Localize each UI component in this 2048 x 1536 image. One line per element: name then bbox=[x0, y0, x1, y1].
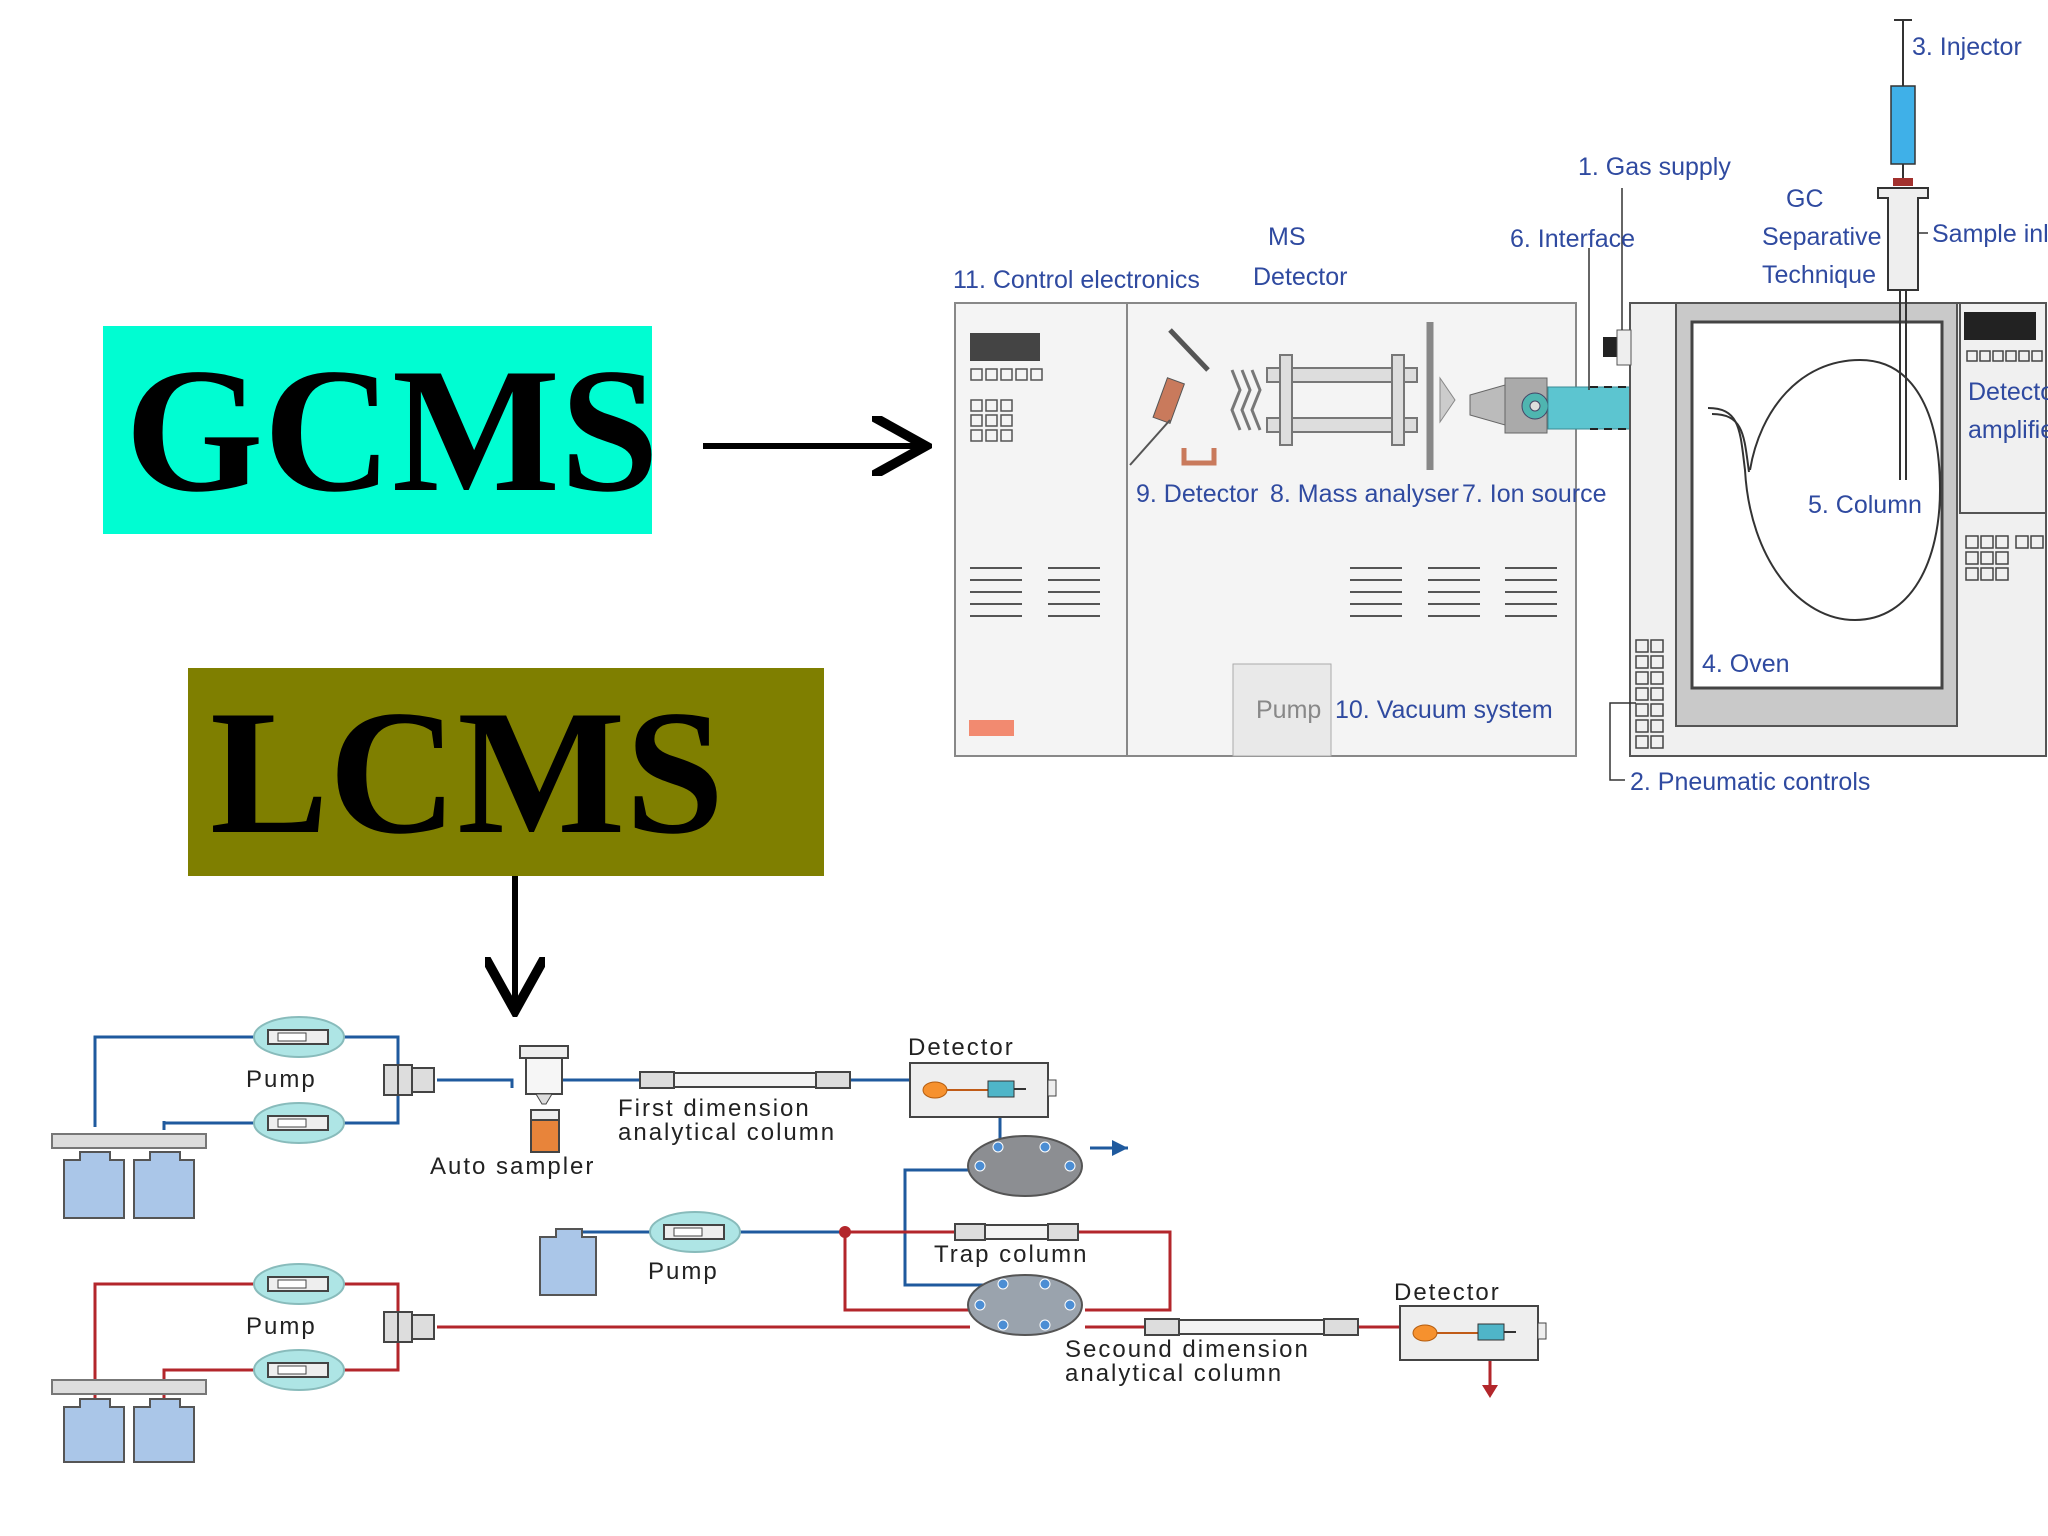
column-coil bbox=[1707, 358, 1942, 622]
label-ms-subtitle: Detector bbox=[1253, 263, 1347, 291]
label-sample-inlet: Sample inlet bbox=[1932, 220, 2048, 248]
solvent-tray-bottom bbox=[51, 1379, 207, 1463]
mass-analyser-icon bbox=[1266, 354, 1418, 446]
label-gc-title: GC bbox=[1786, 185, 1824, 213]
vacuum-pump-box bbox=[1232, 663, 1332, 757]
lcms-pump-mid bbox=[649, 1211, 741, 1253]
lcms-pump-top-1 bbox=[253, 1016, 345, 1058]
label-oven: 4. Oven bbox=[1702, 650, 1790, 678]
label-column: 5. Column bbox=[1808, 491, 1922, 519]
label-ion-source: 7. Ion source bbox=[1462, 480, 1607, 508]
gas-supply-knob bbox=[1603, 337, 1617, 357]
switching-valve-top bbox=[967, 1135, 1083, 1197]
lcms-title-box: LCMS bbox=[188, 668, 824, 876]
label-gc-sub1: Separative bbox=[1762, 223, 1882, 251]
label-gc-sub2: Technique bbox=[1762, 261, 1876, 289]
label-second-dimension-1: Secound dimension bbox=[1065, 1336, 1310, 1363]
label-interface: 6. Interface bbox=[1510, 225, 1635, 253]
label-gas-supply: 1. Gas supply bbox=[1578, 153, 1731, 181]
label-vacuum-system: 10. Vacuum system bbox=[1335, 696, 1553, 724]
mixer-top bbox=[383, 1064, 435, 1096]
label-injector: 3. Injector bbox=[1912, 33, 2022, 61]
mixer-bottom bbox=[383, 1311, 435, 1343]
solvent-tray-top bbox=[51, 1133, 207, 1219]
auto-sampler-icon bbox=[519, 1045, 569, 1153]
label-detector-amplifier-2: amplifier bbox=[1968, 416, 2048, 444]
switching-valve-bottom bbox=[967, 1274, 1083, 1336]
detector-bottom-icon bbox=[1399, 1305, 1547, 1361]
lcms-diagram: Pump Auto sampler First dimension analyt… bbox=[51, 1016, 1547, 1463]
injector-icon bbox=[1877, 19, 1929, 291]
first-dimension-column bbox=[639, 1071, 851, 1089]
label-first-dimension-1: First dimension bbox=[618, 1095, 811, 1122]
gcms-diagram: 11. Control electronics MS Detector 6. I… bbox=[953, 19, 2048, 796]
control-display bbox=[970, 333, 1040, 361]
lcms-title: LCMS bbox=[210, 673, 725, 871]
label-pump: Pump bbox=[1256, 696, 1321, 724]
label-pneumatic-controls: 2. Pneumatic controls bbox=[1630, 768, 1870, 796]
gcms-title: GCMS bbox=[125, 331, 659, 529]
label-detector-amplifier-1: Detector bbox=[1968, 378, 2048, 406]
lcms-pump-bottom-1 bbox=[253, 1263, 345, 1305]
ion-lenses bbox=[1230, 369, 1262, 431]
lcms-pump-top-2 bbox=[253, 1102, 345, 1144]
label-detector: 9. Detector bbox=[1136, 480, 1258, 508]
label-auto-sampler: Auto sampler bbox=[430, 1153, 595, 1180]
label-ms-title: MS bbox=[1268, 223, 1306, 251]
label-detector-top: Detector bbox=[908, 1034, 1015, 1061]
label-control-electronics: 11. Control electronics bbox=[953, 266, 1200, 294]
ion-source-icon bbox=[1469, 377, 1549, 434]
label-second-dimension-2: analytical column bbox=[1065, 1360, 1283, 1387]
lcms-pump-bottom-2 bbox=[253, 1349, 345, 1391]
detector-top-icon bbox=[909, 1062, 1057, 1118]
gcms-title-box: GCMS bbox=[103, 326, 659, 534]
label-first-dimension-2: analytical column bbox=[618, 1119, 836, 1146]
label-detector-bottom: Detector bbox=[1394, 1279, 1501, 1306]
detector-amplifier-display bbox=[1964, 312, 2036, 340]
label-pump-top: Pump bbox=[246, 1066, 317, 1093]
trap-column bbox=[954, 1223, 1079, 1241]
second-dimension-column bbox=[1144, 1318, 1359, 1336]
ms-detector-icon bbox=[1129, 328, 1217, 466]
label-pump-mid: Pump bbox=[648, 1258, 719, 1285]
label-mass-analyser: 8. Mass analyser bbox=[1270, 480, 1459, 508]
vent-lines-left bbox=[970, 567, 1557, 617]
solvent-bottle-mid bbox=[539, 1228, 597, 1296]
red-flow-lines bbox=[93, 1230, 1492, 1410]
power-indicator bbox=[969, 720, 1014, 736]
label-pump-bottom: Pump bbox=[246, 1313, 317, 1340]
label-trap-column: Trap column bbox=[934, 1241, 1089, 1268]
blue-flow-lines bbox=[93, 1035, 1128, 1287]
control-buttons bbox=[970, 368, 1043, 442]
